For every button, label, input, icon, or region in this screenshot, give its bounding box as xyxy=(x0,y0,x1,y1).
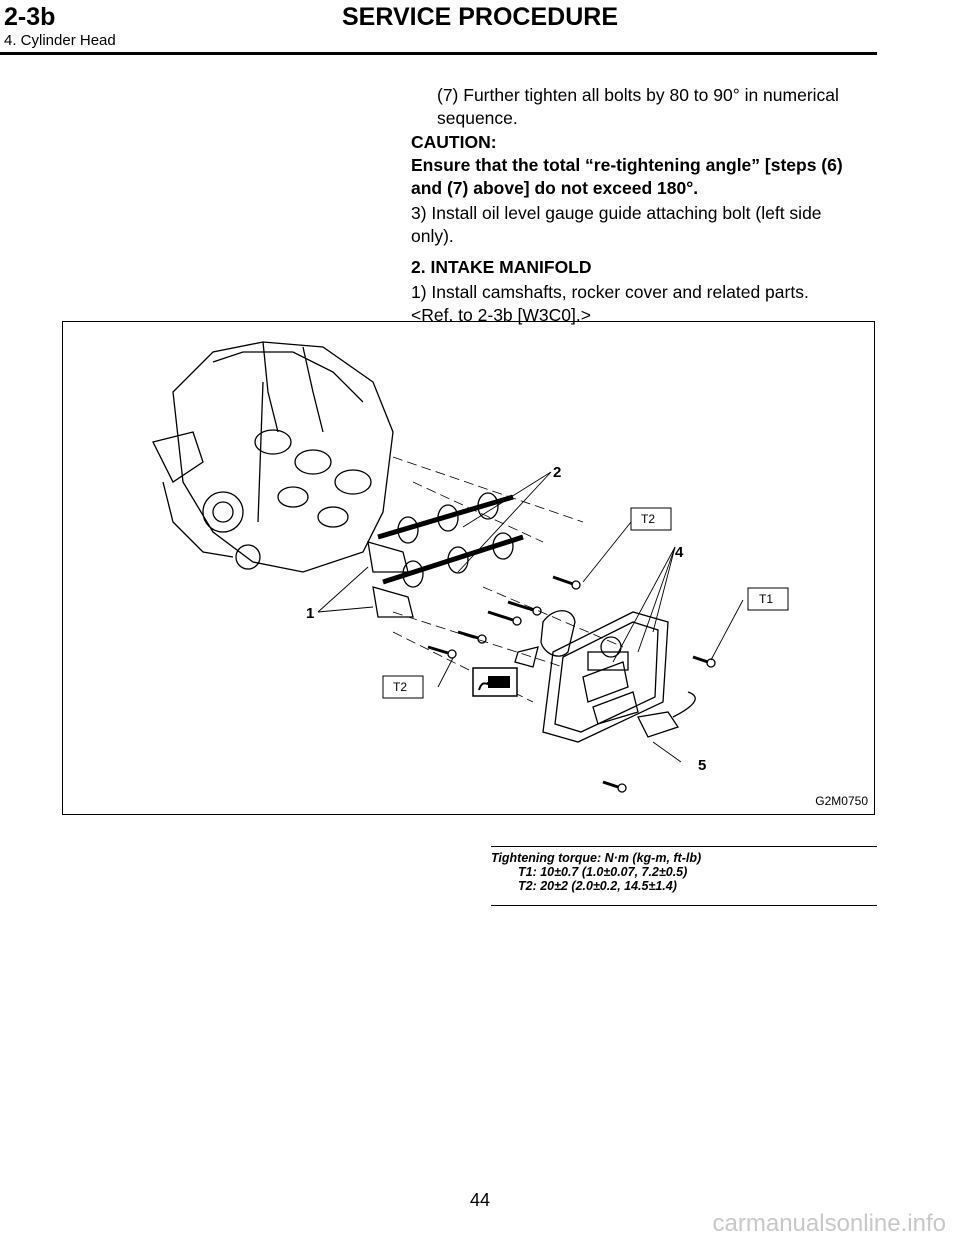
caution-label: CAUTION: xyxy=(411,132,497,152)
step-7-line-1: (7) Further tighten all bolts by 80 to 9… xyxy=(437,85,839,105)
exploded-view-figure: 1 2 4 5 T2 T1 T2 G2M0750 xyxy=(62,321,875,815)
page-number: 44 xyxy=(469,1190,491,1210)
torque-spec-box: Tightening torque: N·m (kg-m, ft-lb) T1:… xyxy=(491,846,877,906)
step-3-line-1: 3) Install oil level gauge guide attachi… xyxy=(411,203,822,223)
page-title: SERVICE PROCEDURE xyxy=(342,3,618,31)
page-subtitle: 4. Cylinder Head xyxy=(4,32,116,49)
watermark: carmanualsonline.info xyxy=(712,1210,946,1237)
section-2-heading: 2. INTAKE MANIFOLD xyxy=(411,257,592,277)
callout-2: 2 xyxy=(553,464,561,481)
callout-4: 4 xyxy=(675,544,684,561)
engine-illustration: 1 2 4 5 T2 T1 T2 xyxy=(152,341,789,793)
torque-heading: Tightening torque: N·m (kg-m, ft-lb) xyxy=(491,851,702,865)
caution-line-1: Ensure that the total “re-tightening ang… xyxy=(411,155,843,175)
figure-code: G2M0750 xyxy=(815,794,868,808)
step-3-line-2: only). xyxy=(411,226,454,246)
header-rule xyxy=(0,52,877,55)
torque-t2: T2: 20±2 (2.0±0.2, 14.5±1.4) xyxy=(518,879,677,893)
step-7-line-2: sequence. xyxy=(437,108,518,128)
torque-tag-t2-lower: T2 xyxy=(393,680,407,694)
callout-1: 1 xyxy=(306,605,314,622)
step-1-line-2: <Ref. to 2-3b [W3C0].> xyxy=(411,305,591,325)
section-number: 2-3b xyxy=(4,3,56,31)
torque-tag-t1: T1 xyxy=(759,592,773,606)
torque-t1: T1: 10±0.7 (1.0±0.07, 7.2±0.5) xyxy=(518,865,688,879)
step-1-line-1: 1) Install camshafts, rocker cover and r… xyxy=(411,282,809,302)
caution-line-2: and (7) above] do not exceed 180°. xyxy=(411,178,699,198)
torque-tag-t2-upper: T2 xyxy=(641,512,655,526)
callout-5: 5 xyxy=(698,757,706,774)
